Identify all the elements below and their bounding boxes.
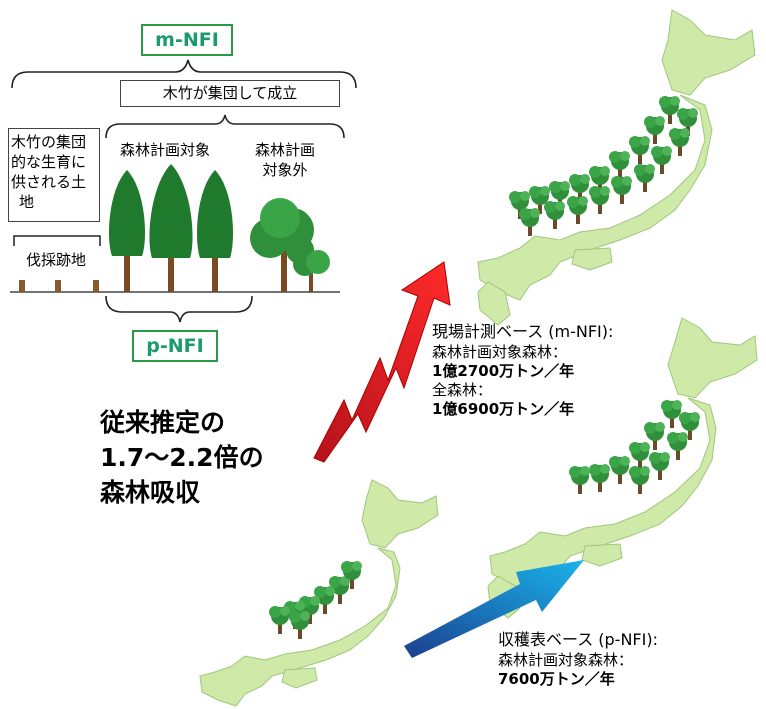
- land-line: 木竹の集団: [11, 133, 87, 151]
- bamboo-group-label: 木竹が集団して成立: [162, 84, 298, 102]
- land-line: 的な生育に: [11, 153, 87, 171]
- bamboo-group-box: 木竹が集団して成立: [120, 80, 340, 107]
- plan-outside-label: 森林計画 対象外: [255, 141, 316, 179]
- m-nfi-result: 現場計測ベース (m-NFI): 森林計画対象森林： 1億2700万トン／年 全…: [432, 322, 613, 419]
- land-line: 地: [19, 193, 35, 211]
- m-nfi-title: 現場計測ベース (m-NFI):: [432, 322, 614, 341]
- stump: [19, 280, 25, 292]
- m-nfi-row1-value: 1億2700万トン／年: [432, 362, 575, 380]
- plan-target-label: 森林計画対象: [120, 141, 211, 159]
- headline-line: 1.7〜2.2倍の: [100, 443, 264, 472]
- p-nfi-result: 収穫表ベース (p-NFI): 森林計画対象森林： 7600万トン／年: [498, 630, 658, 689]
- plantation-tree: [149, 164, 193, 292]
- japan-map-p-nfi: [199, 479, 439, 707]
- logging-label: 伐採跡地: [26, 251, 87, 269]
- p-nfi-brace: [105, 295, 253, 323]
- red-zigzag-arrow: [313, 261, 451, 463]
- m-nfi-row1-label: 森林計画対象森林：: [432, 343, 568, 361]
- p-nfi-row1-label: 森林計画対象森林：: [498, 651, 634, 669]
- headline-line: 従来推定の: [100, 408, 226, 437]
- m-nfi-brace: [11, 59, 357, 89]
- m-nfi-row2-value: 1億6900万トン／年: [432, 400, 575, 418]
- m-nfi-label: m-NFI: [141, 24, 233, 56]
- land-box: 木竹の集団 的な生育に 供される土 地: [8, 128, 100, 222]
- p-nfi-label: p-NFI: [132, 330, 218, 362]
- land-line: 供される土: [11, 173, 87, 191]
- stump: [93, 280, 99, 292]
- p-nfi-row1-value: 7600万トン／年: [498, 670, 615, 688]
- japan-map-m-nfi: [477, 9, 756, 326]
- bamboo-brace: [105, 114, 345, 139]
- broadleaf-tree: [250, 198, 314, 292]
- plantation-tree: [196, 170, 234, 292]
- blue-arrow: [404, 560, 584, 658]
- m-nfi-row2-label: 全森林：: [432, 381, 493, 399]
- p-nfi-title: 収穫表ベース (p-NFI):: [498, 630, 658, 649]
- plantation-tree: [108, 170, 146, 292]
- headline: 従来推定の 1.7〜2.2倍の 森林吸収: [100, 405, 264, 510]
- headline-line: 森林吸収: [100, 478, 201, 507]
- broadleaf-tree-small: [293, 250, 330, 292]
- stump: [55, 280, 61, 292]
